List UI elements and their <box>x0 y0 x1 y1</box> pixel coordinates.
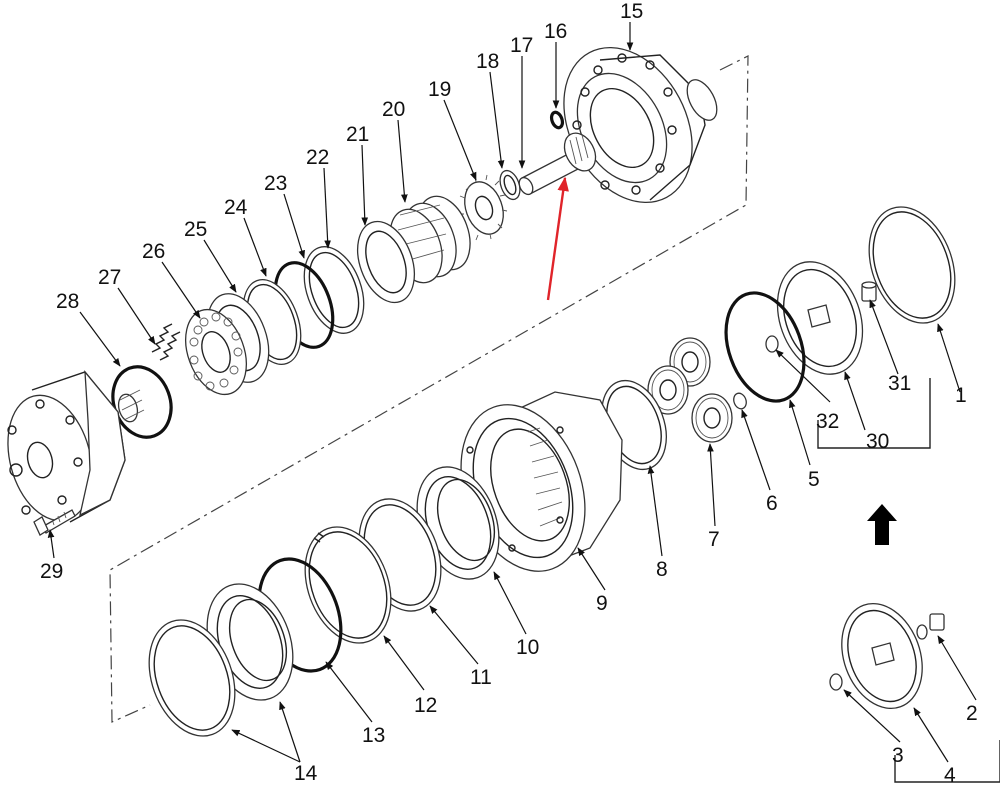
part-4-cover-inset <box>841 602 923 710</box>
motor-housing-left <box>7 370 145 523</box>
callout-15: 15 <box>620 0 643 23</box>
part-30-cover <box>776 261 864 375</box>
part-27-springs <box>151 323 181 361</box>
callout-19: 19 <box>428 78 451 101</box>
callout-13: 13 <box>362 724 385 747</box>
part-32-thrust-plug <box>765 335 779 353</box>
part-1-oring <box>868 206 956 324</box>
part-18-snap-ring <box>499 169 521 201</box>
part-22-ring <box>303 246 365 334</box>
up-arrow-icon <box>867 504 897 545</box>
red-pointer-arrow-icon <box>546 176 569 301</box>
callout-14: 14 <box>294 762 318 785</box>
callout-24: 24 <box>224 196 248 219</box>
callout-7: 7 <box>708 528 720 551</box>
callout-9: 9 <box>596 592 608 615</box>
callout-11: 11 <box>470 666 492 689</box>
part-12-snap-ring <box>304 526 392 644</box>
part-7-planet-gears <box>647 337 733 443</box>
part-31-plug <box>861 281 877 302</box>
callout-28: 28 <box>56 290 79 313</box>
callout-25: 25 <box>184 218 207 241</box>
callouts: 15 16 17 18 19 20 21 22 23 24 25 26 27 2… <box>40 0 978 787</box>
callout-22: 22 <box>306 146 329 169</box>
part-2-plug-inset <box>916 613 945 640</box>
callout-8: 8 <box>656 558 668 581</box>
callout-32: 32 <box>816 410 839 433</box>
callout-5: 5 <box>808 468 820 491</box>
part-6-washer <box>733 392 747 410</box>
bracket-group-4 <box>894 740 1000 783</box>
part-14-floating-seal <box>148 583 294 737</box>
callout-30: 30 <box>866 430 889 453</box>
part-5-oring <box>724 291 806 403</box>
callout-21: 21 <box>346 123 369 146</box>
part-17-shaft <box>518 132 597 196</box>
callout-3: 3 <box>892 744 904 767</box>
part-21-separator-plate <box>357 220 415 304</box>
callout-12: 12 <box>414 694 437 717</box>
callout-23: 23 <box>264 172 287 195</box>
callout-10: 10 <box>516 636 539 659</box>
callout-29: 29 <box>40 560 63 583</box>
callout-4: 4 <box>944 764 956 787</box>
callout-17: 17 <box>510 34 533 57</box>
callout-31: 31 <box>888 372 911 395</box>
callout-2: 2 <box>966 702 978 725</box>
part-3-plug-inset <box>829 673 843 691</box>
callout-27: 27 <box>98 266 121 289</box>
callout-1: 1 <box>955 384 967 407</box>
part-26-spring-plate <box>185 308 247 396</box>
callout-16: 16 <box>544 20 567 43</box>
bracket-group-30 <box>817 378 931 449</box>
callout-18: 18 <box>476 50 499 73</box>
part-15-housing <box>563 46 718 204</box>
callout-26: 26 <box>142 240 165 263</box>
part-16-oring <box>549 110 565 130</box>
callout-20: 20 <box>382 98 405 121</box>
callout-6: 6 <box>766 492 778 515</box>
leader-lines <box>47 22 977 763</box>
